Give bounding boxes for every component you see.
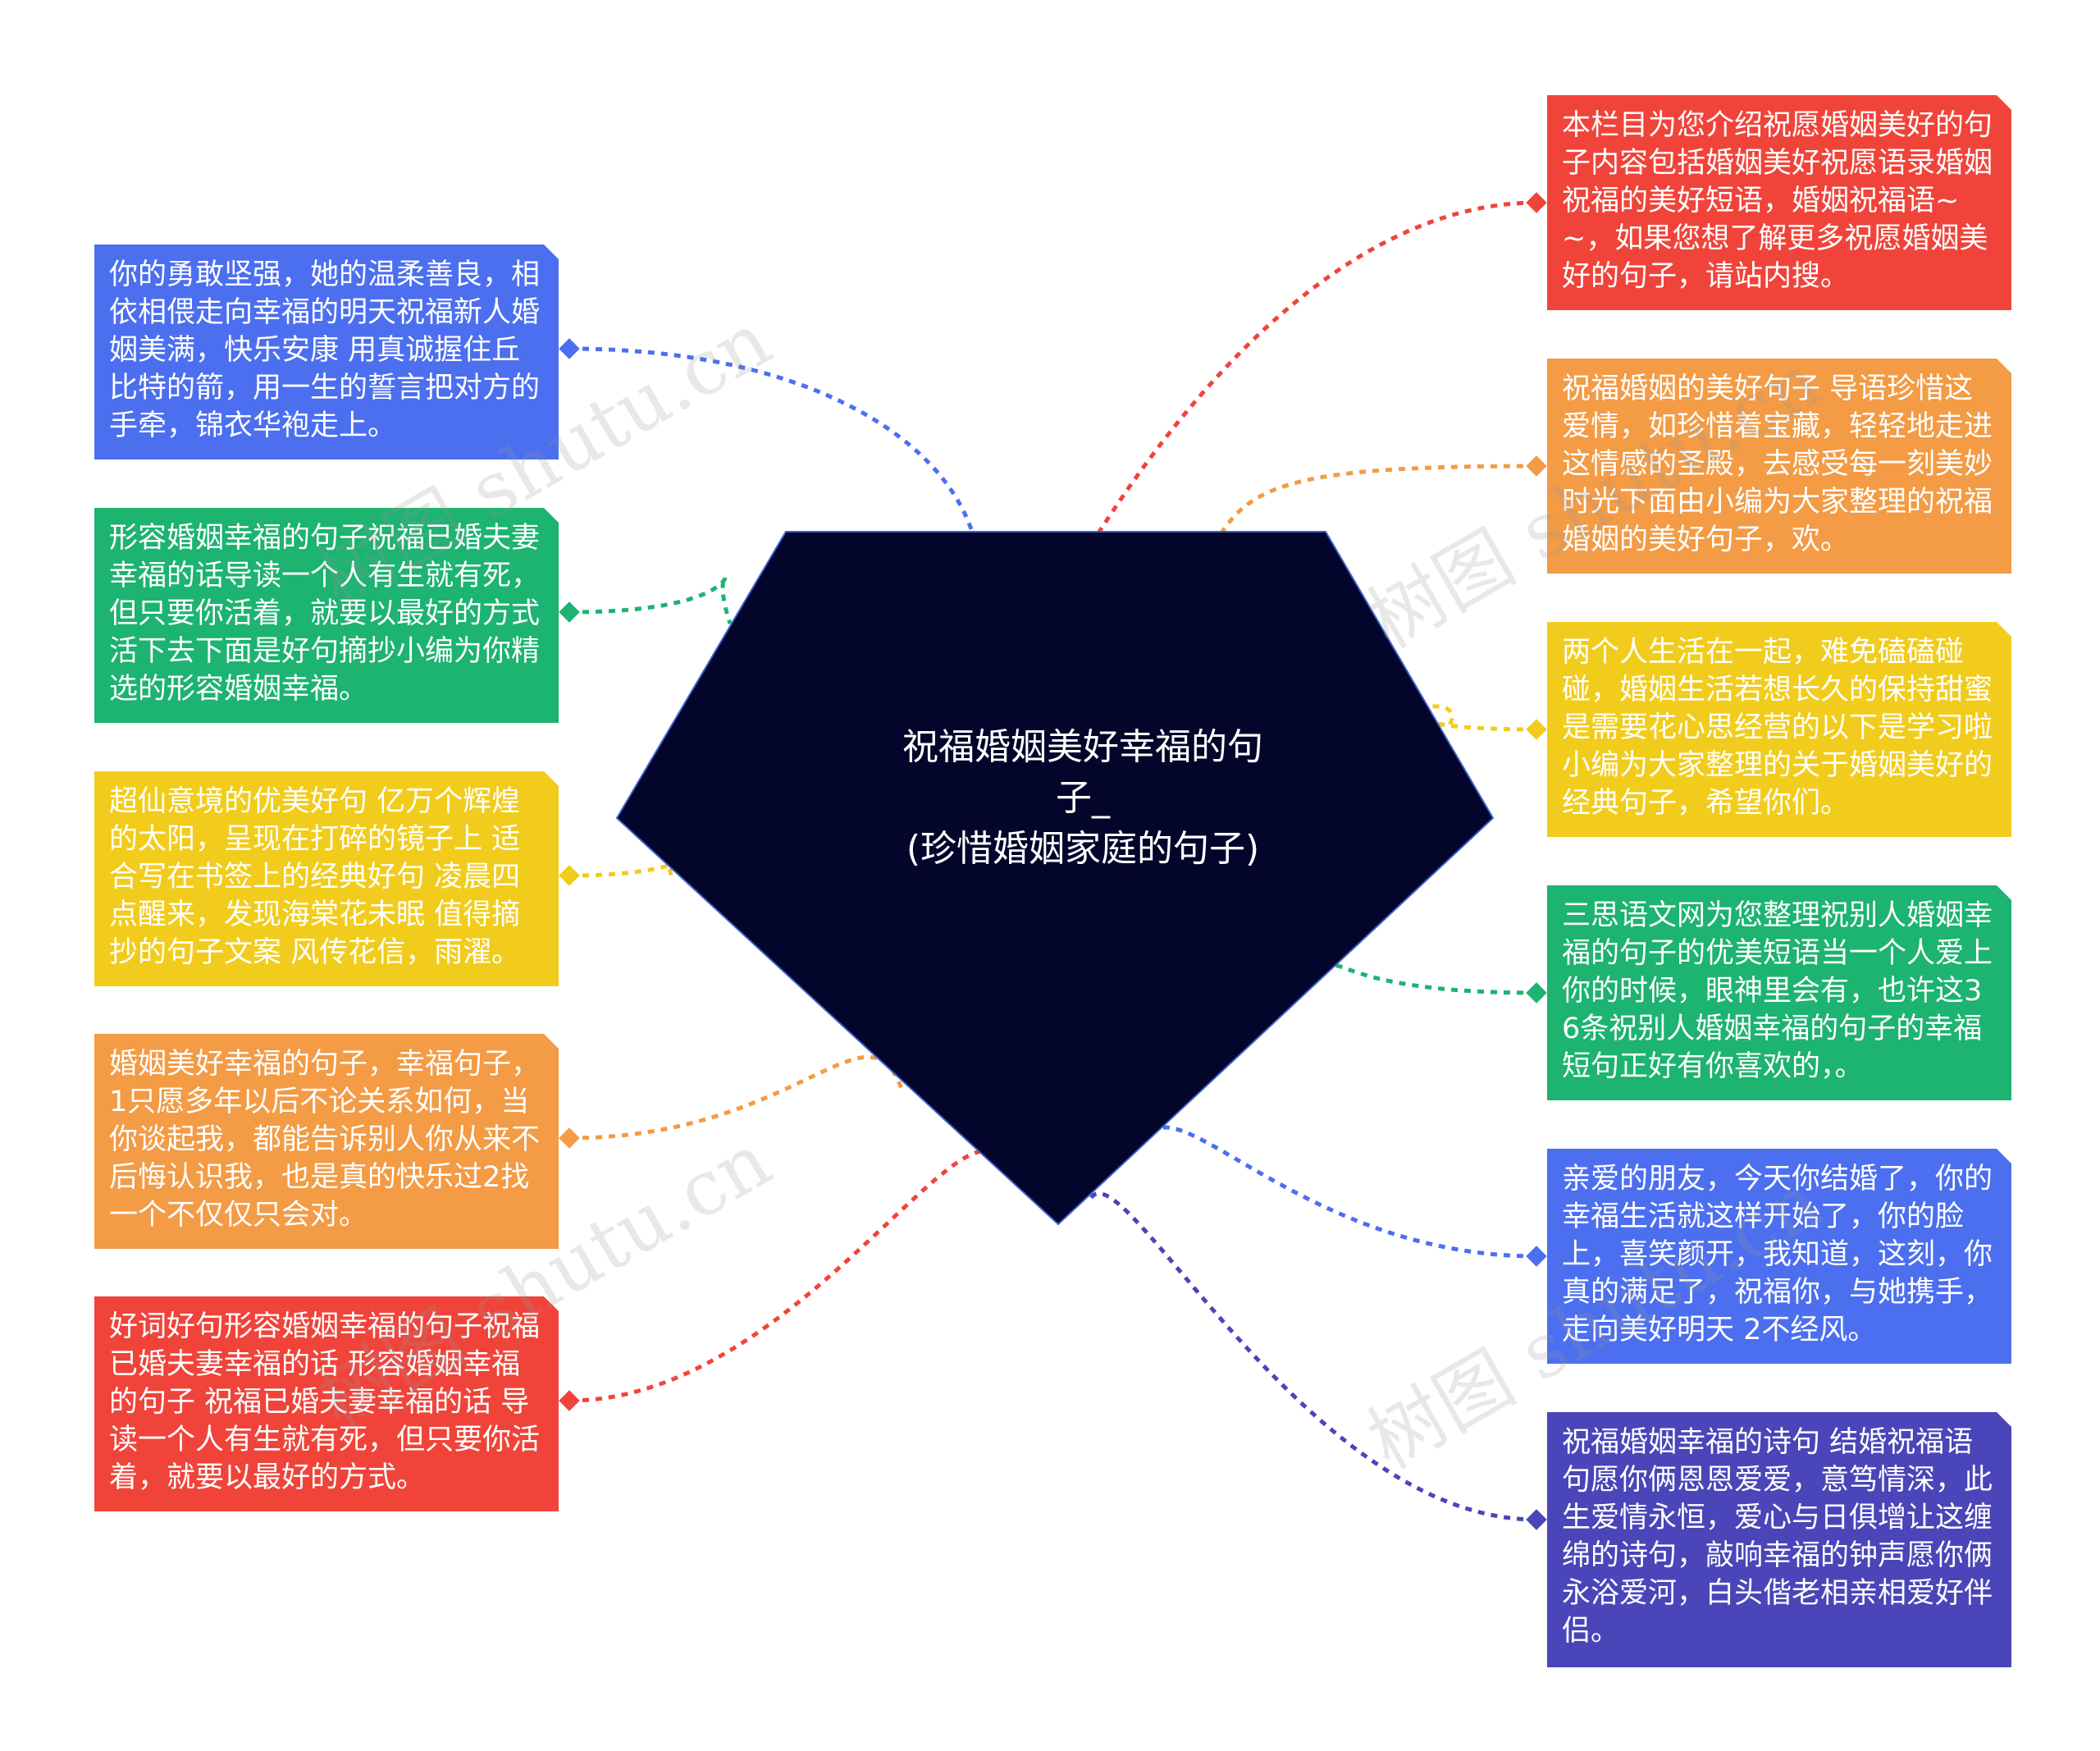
center-node-title[interactable]: 祝福婚姻美好幸福的句子_ (珍惜婚姻家庭的句子) [886, 722, 1280, 875]
branch-node-4[interactable]: 婚姻美好幸福的句子，幸福句子，1只愿多年以后不论关系如何，当你谈起我，都能告诉别… [94, 1034, 559, 1249]
branch-node-text: 本栏目为您介绍祝愿婚姻美好的句子内容包括婚姻美好祝愿语录婚姻祝福的美好短语，婚姻… [1562, 109, 1993, 293]
branch-node-text: 婚姻美好幸福的句子，幸福句子，1只愿多年以后不论关系如何，当你谈起我，都能告诉别… [109, 1048, 541, 1232]
connector-line-11 [1089, 1191, 1537, 1522]
branch-node-5[interactable]: 好词好句形容婚姻幸福的句子祝福已婚夫妻幸福的话 形容婚姻幸福的句子 祝福已婚夫妻… [94, 1296, 559, 1511]
connector-line-10 [1146, 1125, 1537, 1259]
branch-node-text: 好词好句形容婚姻幸福的句子祝福已婚夫妻幸福的话 形容婚姻幸福的句子 祝福已婚夫妻… [109, 1310, 541, 1494]
branch-node-text: 亲爱的朋友，今天你结婚了，你的幸福生活就这样开始了，你的脸上，喜笑颜开，我知道，… [1562, 1163, 1993, 1346]
connector-line-1 [568, 346, 975, 533]
branch-node-text: 三思语文网为您整理祝别人婚姻幸福的句子的优美短语当一个人爱上你的时候，眼神里会有… [1562, 899, 1993, 1083]
branch-node-text: 你的勇敢坚强，她的温柔善良，相依相偎走向幸福的明天祝福新人婚姻美满，快乐安康 用… [109, 258, 541, 442]
branch-node-11[interactable]: 祝福婚姻幸福的诗句 结婚祝福语句愿你俩恩恩爱爱，意笃情深，此生爱情永恒，爱心与日… [1547, 1412, 2011, 1667]
branch-node-10[interactable]: 亲爱的朋友，今天你结婚了，你的幸福生活就这样开始了，你的脸上，喜笑颜开，我知道，… [1547, 1149, 2011, 1364]
branch-node-text: 形容婚姻幸福的句子祝福已婚夫妻幸福的话导读一个人有生就有死，但只要你活着，就要以… [109, 522, 541, 706]
branch-node-text: 祝福婚姻幸福的诗句 结婚祝福语句愿你俩恩恩爱爱，意笃情深，此生爱情永恒，爱心与日… [1562, 1426, 1993, 1648]
connector-line-9 [1310, 962, 1537, 995]
connector-diamond-1 [559, 338, 580, 359]
branch-node-text: 祝福婚姻的美好句子 导语珍惜这爱情，如珍惜着宝藏，轻轻地走进这情感的圣殿，去感受… [1562, 373, 1993, 556]
branch-node-6[interactable]: 本栏目为您介绍祝愿婚姻美好的句子内容包括婚姻美好祝愿语录婚姻祝福的美好短语，婚姻… [1547, 95, 2011, 310]
branch-node-2[interactable]: 形容婚姻幸福的句子祝福已婚夫妻幸福的话导读一个人有生就有死，但只要你活着，就要以… [94, 508, 559, 723]
branch-node-9[interactable]: 三思语文网为您整理祝别人婚姻幸福的句子的优美短语当一个人爱上你的时候，眼神里会有… [1547, 885, 2011, 1100]
connector-line-5 [568, 1149, 1007, 1403]
branch-node-text: 超仙意境的优美好句 亿万个辉煌的太阳，呈现在打碎的镜子上 适合写在书签上的经典好… [109, 785, 521, 969]
branch-node-8[interactable]: 两个人生活在一起，难免磕磕碰碰，婚姻生活若想长久的保持甜蜜是需要花心思经营的以下… [1547, 622, 2011, 837]
center-title-line-1: 祝福婚姻美好幸福的句子_ [902, 726, 1263, 819]
connector-line-2 [568, 574, 733, 624]
center-pentagon [615, 531, 1495, 1226]
branch-node-3[interactable]: 超仙意境的优美好句 亿万个辉煌的太阳，呈现在打碎的镜子上 适合写在书签上的经典好… [94, 771, 559, 986]
connector-line-6 [1097, 200, 1537, 533]
branch-node-text: 两个人生活在一起，难免磕磕碰碰，婚姻生活若想长久的保持甜蜜是需要花心思经营的以下… [1562, 636, 1993, 820]
center-title-line-2: (珍惜婚姻家庭的句子) [906, 828, 1260, 870]
branch-node-7[interactable]: 祝福婚姻的美好句子 导语珍惜这爱情，如珍惜着宝藏，轻轻地走进这情感的圣殿，去感受… [1547, 359, 2011, 574]
connector-diamond-2 [559, 601, 580, 623]
connector-line-7 [1220, 464, 1537, 533]
branch-node-1[interactable]: 你的勇敢坚强，她的温柔善良，相依相偎走向幸福的明天祝福新人婚姻美满，快乐安康 用… [94, 245, 559, 459]
